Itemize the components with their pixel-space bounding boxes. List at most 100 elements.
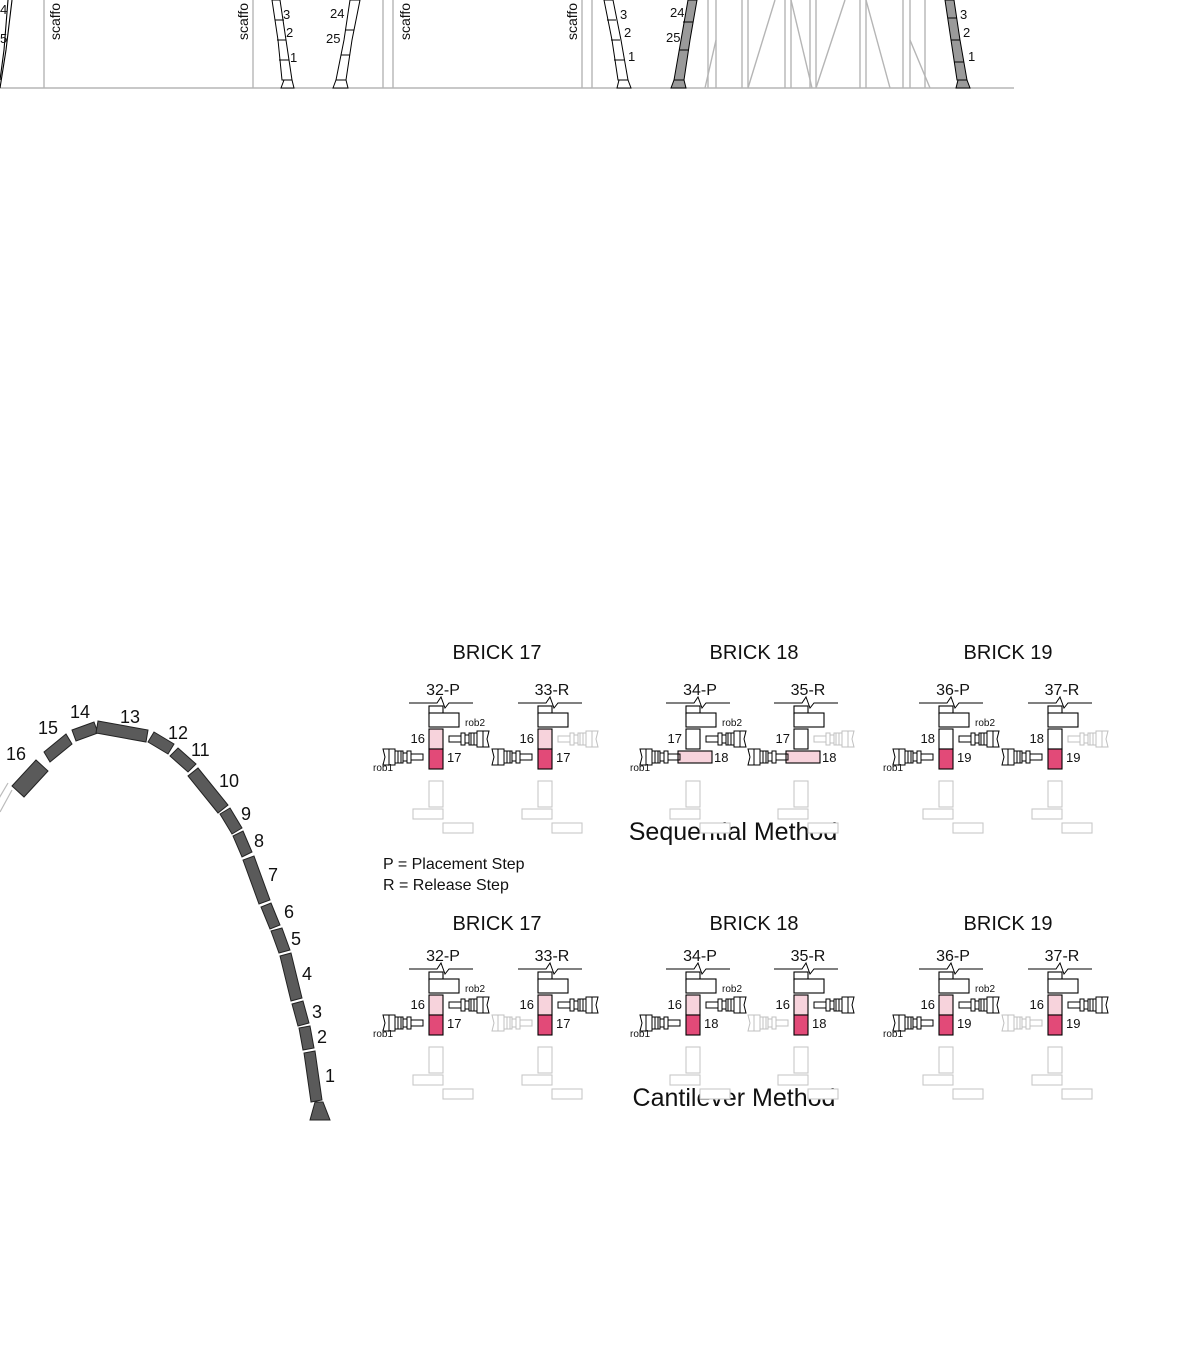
robot-2 — [557, 730, 599, 748]
robot-2 — [958, 996, 1000, 1014]
brick — [685, 728, 701, 750]
robot-label: rob2 — [722, 984, 742, 995]
brick-number: 17 — [447, 1016, 461, 1031]
arch-diagram: 16 15 14 13 12 11 10 9 8 7 6 5 4 3 2 1 — [0, 702, 335, 1121]
arch-brick-3 — [291, 1000, 310, 1027]
brick — [537, 994, 553, 1016]
break-line — [409, 961, 473, 976]
brick — [793, 978, 825, 994]
arch-brick-12 — [147, 731, 175, 755]
robot-2 — [448, 996, 490, 1014]
brick — [428, 728, 444, 750]
step-label: 33-R — [535, 948, 570, 965]
brick — [537, 978, 569, 994]
robot-label: rob2 — [465, 718, 485, 729]
brick-number: 16 — [411, 731, 425, 746]
arch-brick-14 — [71, 721, 99, 742]
brick — [952, 822, 984, 834]
brick — [1047, 780, 1063, 808]
arch-brick-5 — [270, 927, 291, 954]
robot-1 — [492, 1015, 532, 1031]
step-label: 34-P — [683, 948, 717, 965]
brick — [685, 1046, 701, 1074]
arch-label: 1 — [628, 49, 635, 64]
brick — [685, 978, 717, 994]
brick — [922, 808, 954, 820]
brick — [537, 780, 553, 808]
robot-label: rob2 — [465, 984, 485, 995]
arch-label: 12 — [168, 723, 188, 743]
brick — [1047, 1014, 1063, 1036]
robot-2 — [1067, 730, 1109, 748]
robot-2 — [557, 996, 599, 1014]
arch-label: 4 — [302, 964, 312, 984]
brick — [537, 728, 553, 750]
robot-2 — [813, 996, 855, 1014]
brick — [428, 978, 460, 994]
scaffold-label: scaffo — [235, 3, 251, 40]
arch-brick-4 — [279, 952, 303, 1002]
arch-label: 11 — [191, 740, 210, 760]
brick — [793, 728, 809, 750]
arch-leg-grey: 3 2 1 — [944, 0, 975, 89]
arch-label: 10 — [219, 771, 239, 791]
arch-label: 2 — [317, 1027, 327, 1047]
arch-brick-13 — [95, 720, 149, 743]
cantilever-section: BRICK 17 BRICK 18 BRICK 19 Cantilever Me… — [453, 913, 1053, 1112]
arch-label: 2 — [624, 25, 631, 40]
arch-label: 15 — [38, 718, 58, 738]
brick-number: 18 — [822, 750, 836, 765]
arch-brick-16 — [11, 759, 49, 798]
brick — [938, 978, 970, 994]
scaffold-label: scaffo — [397, 3, 413, 40]
robot-1 — [748, 749, 788, 765]
brick — [793, 712, 825, 728]
arch-leg: 3 2 1 — [271, 0, 297, 89]
arch-label: 2 — [963, 25, 970, 40]
brick-number: 19 — [1066, 750, 1080, 765]
brick-number: 17 — [556, 750, 570, 765]
brick — [1047, 748, 1063, 770]
arch-brick-2 — [298, 1025, 315, 1051]
brick-number: 17 — [556, 1016, 570, 1031]
robot-2 — [1067, 996, 1109, 1014]
arch-leg: 3 2 1 — [603, 0, 635, 89]
top-strip: 4 5 scaffo scaffo 3 2 1 24 25 — [0, 0, 1014, 89]
arch-label: 8 — [254, 831, 264, 851]
arch-base — [309, 1101, 331, 1121]
brick — [793, 994, 809, 1016]
arch-label: 3 — [312, 1002, 322, 1022]
brick-number: 16 — [1030, 997, 1044, 1012]
brick — [537, 712, 569, 728]
arch-label: 2 — [286, 25, 293, 40]
break-line — [518, 961, 582, 976]
arch-label: 16 — [6, 744, 26, 764]
brick — [521, 1074, 553, 1086]
brick-title: BRICK 19 — [964, 913, 1053, 935]
brick — [1031, 808, 1063, 820]
brick-number: 19 — [957, 750, 971, 765]
brick — [1047, 712, 1079, 728]
brick — [807, 1088, 839, 1100]
arch-leg: 24 25 — [326, 0, 361, 89]
sequential-section: BRICK 17 BRICK 18 BRICK 19 Sequential Me… — [453, 642, 1053, 846]
brick-number: 18 — [704, 1016, 718, 1031]
break-line — [1028, 961, 1092, 976]
brick-number: 16 — [776, 997, 790, 1012]
brick — [677, 750, 713, 764]
brick — [1047, 728, 1063, 750]
arch-label: 24 — [330, 6, 344, 21]
arch-label: 1 — [290, 50, 297, 65]
arch-label: 3 — [620, 7, 627, 22]
arch-label: 25 — [326, 31, 340, 46]
arch-label: 3 — [960, 7, 967, 22]
